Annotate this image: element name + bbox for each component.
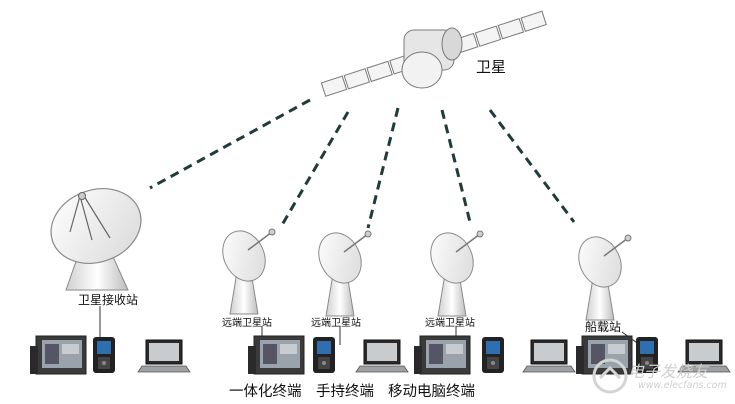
ground-station-label: 卫星接收站 [78, 293, 139, 307]
remote-dish-3-icon [422, 225, 484, 317]
link-ship [488, 109, 576, 223]
link-ground-station [149, 98, 311, 190]
laptop-icon [355, 339, 409, 373]
link-remote-3 [440, 109, 472, 223]
legend-integrated-terminal: 一体化终端 [229, 384, 302, 400]
station-connectors [99, 306, 641, 346]
legend-mobile-pc-terminal: 移动电脑终端 [388, 384, 475, 400]
link-remote-1 [280, 111, 350, 226]
remote-station-3-label: 远端卫星站 [425, 318, 475, 329]
watermark-name: 电子发烧友 [628, 362, 709, 381]
handheld-terminal-icon [313, 337, 335, 373]
handheld-terminal-icon [93, 337, 115, 373]
remote-station-2-label: 远端卫星站 [311, 318, 361, 329]
remote-station-1-label: 远端卫星站 [222, 318, 272, 329]
laptop-icon [522, 339, 576, 373]
link-lines [149, 98, 576, 229]
ship-station-label: 船载站 [585, 320, 622, 334]
remote-dish-1-icon [214, 223, 276, 315]
integrated-terminal-icon [29, 335, 87, 375]
handheld-terminal-icon [482, 337, 504, 373]
ship-dish-icon [570, 229, 632, 321]
ground-station-dish-icon [50, 188, 142, 291]
remote-dish-2-icon [310, 225, 372, 317]
laptop-icon [137, 339, 191, 373]
integrated-terminal-icon [247, 335, 305, 375]
satellite-icon [320, 10, 547, 97]
watermark-url: www.elecfans.com [638, 380, 727, 391]
satellite-label: 卫星 [476, 58, 507, 76]
link-remote-2 [366, 107, 400, 229]
watermark-logo-icon [592, 358, 628, 394]
integrated-terminal-icon [413, 335, 471, 375]
legend-handheld-terminal: 手持终端 [316, 384, 374, 400]
